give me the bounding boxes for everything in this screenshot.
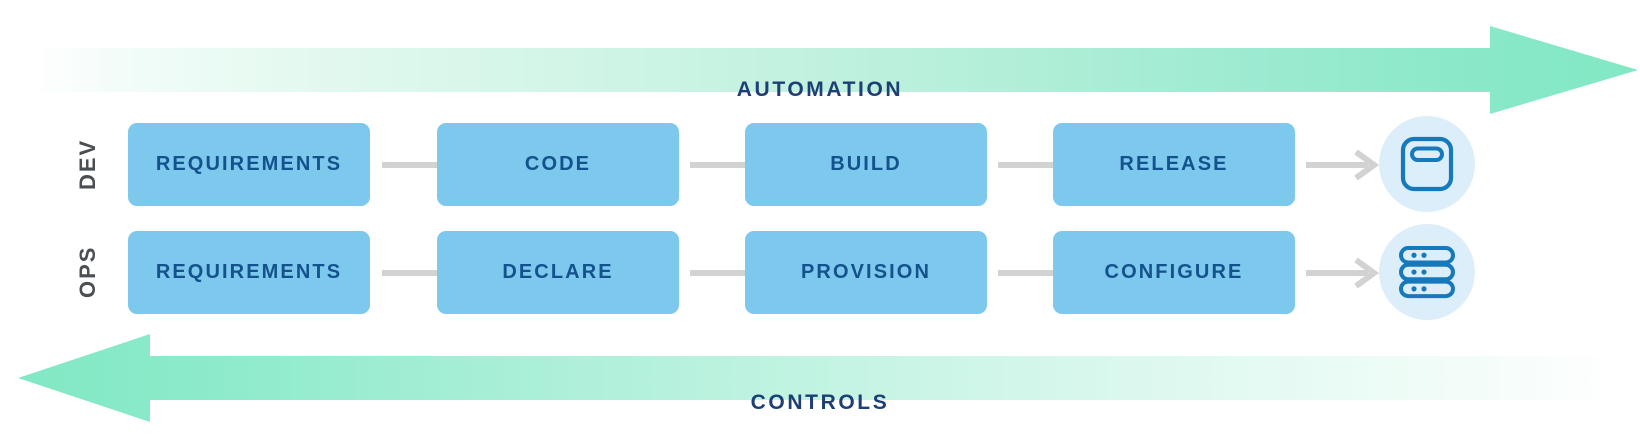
ops-connector-4 <box>1306 258 1404 288</box>
ops-stage-configure[interactable]: CONFIGURE <box>1053 231 1295 314</box>
server-stack-icon <box>1399 246 1455 299</box>
dev-stage-build[interactable]: BUILD <box>745 123 987 206</box>
dev-row: DEV REQUIREMENTS CODE BUILD RELEASE <box>0 116 1640 212</box>
controls-banner: CONTROLS <box>0 332 1640 432</box>
ops-stage-declare[interactable]: DECLARE <box>437 231 679 314</box>
arrow-right-icon <box>1306 150 1380 180</box>
application-package-icon <box>1400 136 1454 192</box>
dev-stage-requirements[interactable]: REQUIREMENTS <box>128 123 370 206</box>
dev-stage-release[interactable]: RELEASE <box>1053 123 1295 206</box>
ops-stage-requirements[interactable]: REQUIREMENTS <box>128 231 370 314</box>
controls-label: CONTROLS <box>750 391 890 414</box>
automation-label: AUTOMATION <box>736 78 904 101</box>
left-arrow-banner-icon <box>18 334 1618 422</box>
ops-end-icon-circle <box>1379 224 1475 320</box>
ops-stage-provision[interactable]: PROVISION <box>745 231 987 314</box>
automation-banner: AUTOMATION <box>0 22 1640 122</box>
right-arrow-banner-icon <box>28 26 1638 114</box>
dev-row-label: DEV <box>75 138 100 190</box>
dev-connector-4 <box>1306 150 1404 180</box>
dev-end-icon-circle <box>1379 116 1475 212</box>
dev-stage-code[interactable]: CODE <box>437 123 679 206</box>
ops-row-label: OPS <box>75 245 100 299</box>
ops-row: OPS REQUIREMENTS DECLARE PROVISION CONFI… <box>0 224 1640 320</box>
arrow-right-icon <box>1306 258 1380 288</box>
